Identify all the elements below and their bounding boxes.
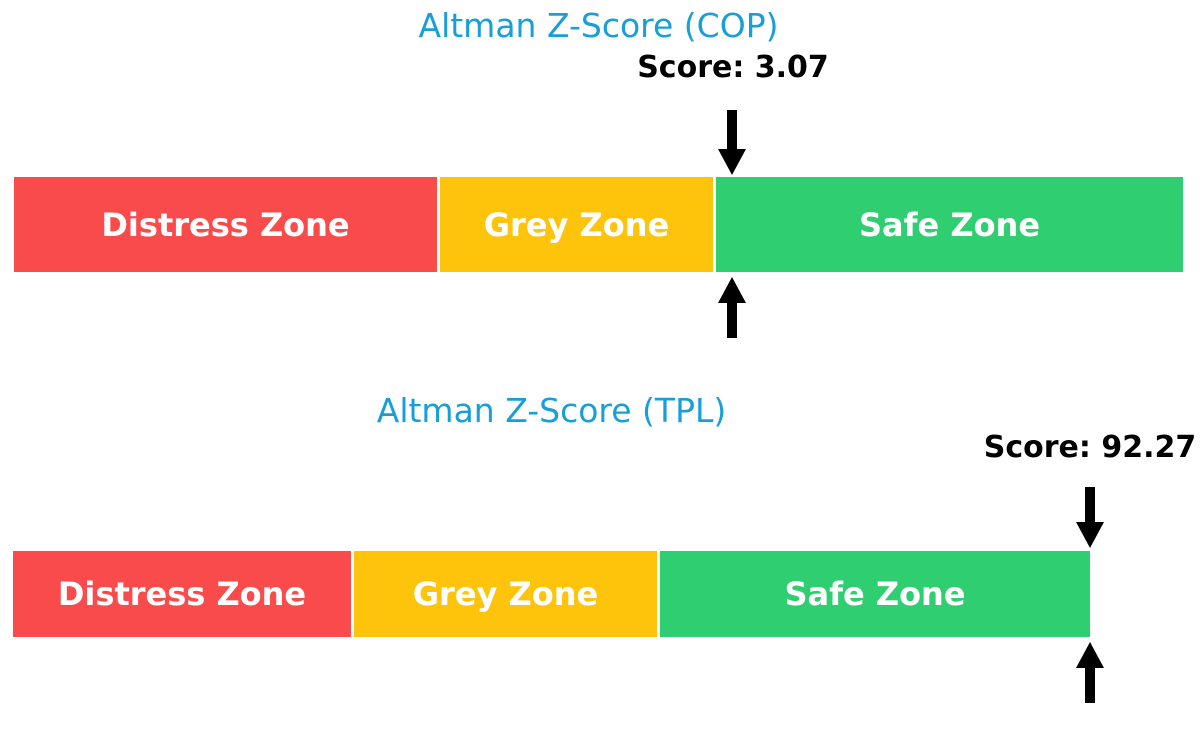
score-arrow-up-icon <box>1076 642 1104 703</box>
chart-title-tpl: Altman Z-Score (TPL) <box>376 391 727 430</box>
arrow-head <box>1076 522 1104 548</box>
zone-bar-cop: Distress Zone Grey Zone Safe Zone <box>14 177 1183 272</box>
score-label-tpl: Score: 92.27 <box>983 430 1197 465</box>
zone-label-grey: Grey Zone <box>412 575 599 613</box>
zone-distress: Distress Zone <box>13 551 351 637</box>
arrow-tail <box>1085 668 1095 703</box>
zone-label-distress: Distress Zone <box>57 575 307 613</box>
score-arrow-up-icon <box>718 277 746 338</box>
zone-grey: Grey Zone <box>354 551 657 637</box>
zone-label-safe: Safe Zone <box>858 205 1041 244</box>
zone-grey: Grey Zone <box>440 177 713 272</box>
chart-title-cop: Altman Z-Score (COP) <box>418 6 779 45</box>
zone-label-distress: Distress Zone <box>101 205 350 244</box>
zone-bar-tpl: Distress Zone Grey Zone Safe Zone <box>13 551 1090 637</box>
arrow-head <box>718 277 746 303</box>
zone-safe: Safe Zone <box>660 551 1090 637</box>
arrow-head <box>1076 642 1104 668</box>
arrow-head <box>718 149 746 175</box>
score-arrow-down-icon <box>1076 487 1104 548</box>
arrow-tail <box>727 110 737 149</box>
arrow-tail <box>1085 487 1095 522</box>
zone-distress: Distress Zone <box>14 177 437 272</box>
zone-label-safe: Safe Zone <box>784 575 966 613</box>
zone-safe: Safe Zone <box>716 177 1183 272</box>
zone-label-grey: Grey Zone <box>483 205 670 244</box>
score-label-cop: Score: 3.07 <box>637 50 829 85</box>
score-arrow-down-icon <box>718 110 746 175</box>
arrow-tail <box>727 303 737 338</box>
